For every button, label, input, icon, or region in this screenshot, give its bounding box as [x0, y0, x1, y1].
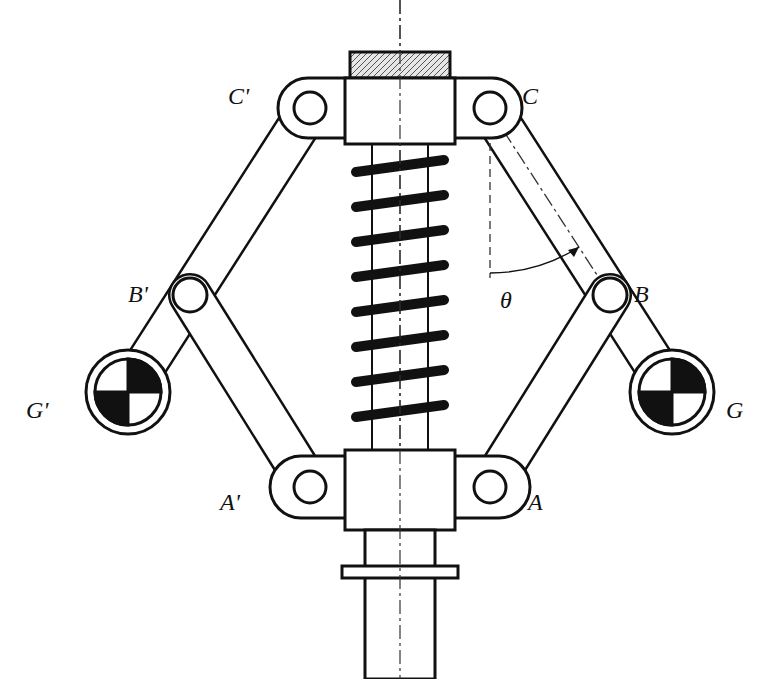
point-label: B	[634, 282, 649, 306]
point-label: C	[522, 84, 538, 108]
point-label: B'	[128, 282, 148, 306]
point-label: G'	[26, 398, 48, 422]
point-label: C'	[228, 84, 249, 108]
point-label: A	[528, 490, 543, 514]
point-label: θ	[500, 288, 512, 312]
point-label: G	[726, 398, 743, 422]
point-label: A'	[220, 490, 240, 514]
